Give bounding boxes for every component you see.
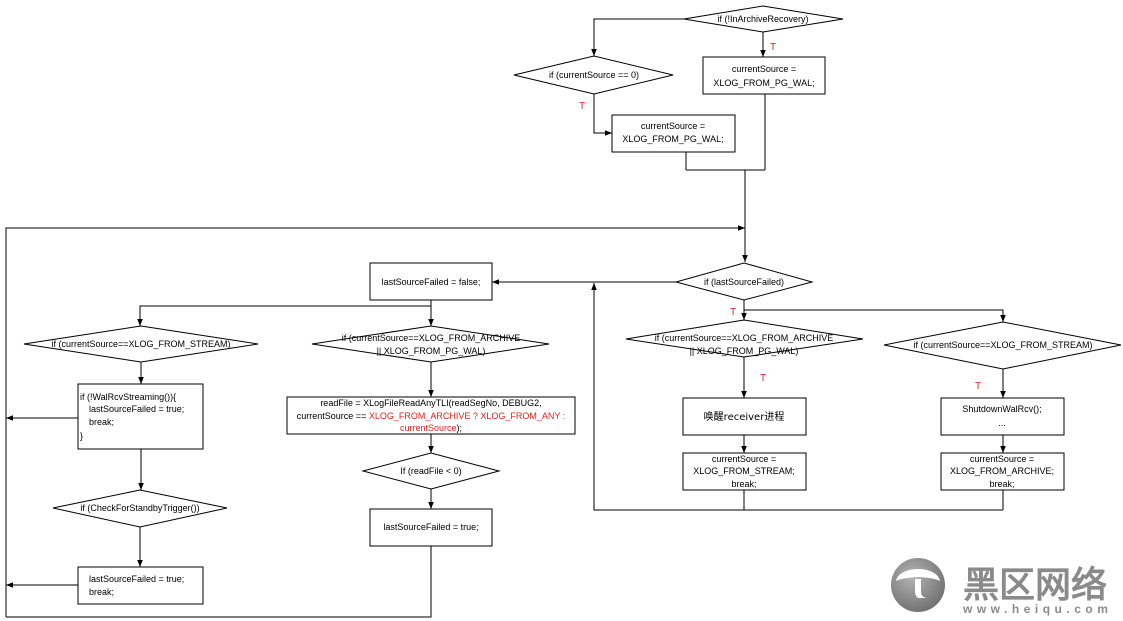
current-source-zero-condition: if (currentSource == 0) [549, 70, 639, 80]
wal-rcv-streaming-line-1: if (!WalRcvStreaming()){ [80, 392, 176, 402]
read-file-line-3-plain: ); [457, 423, 463, 433]
read-file-line-3: currentSource); [400, 423, 462, 433]
node-in-archive-recovery: if (!InArchiveRecovery) [683, 5, 844, 33]
set-failed-break-line-2: break; [89, 587, 114, 597]
set-failed-statement: lastSourceFailed = true; [383, 522, 478, 532]
node-wal-rcv-streaming: if (!WalRcvStreaming()){ lastSourceFaile… [77, 383, 204, 450]
connector-current-source-zero-true [593, 94, 612, 136]
set-pg-wal-1-line-2: XLOG_FROM_PG_WAL; [713, 78, 814, 88]
process-box [611, 114, 736, 153]
node-set-stream: currentSource = XLOG_FROM_STREAM; break; [682, 452, 807, 491]
decision-diamond [361, 452, 501, 490]
process-box [682, 452, 807, 491]
last-source-failed-condition: if (lastSourceFailed) [704, 277, 784, 287]
wake-receiver-statement: 唤醒receiver进程 [704, 410, 785, 423]
set-archive-line-3: break; [989, 479, 1014, 489]
true-label: T [730, 307, 736, 318]
wal-rcv-streaming-line-3: break; [89, 417, 114, 427]
node-shutdown-walrcv: ShutdownWalRcv(); ... [940, 397, 1065, 436]
process-box [369, 262, 493, 301]
set-pg-wal-2-line-2: XLOG_FROM_PG_WAL; [622, 134, 723, 144]
process-box [940, 452, 1065, 491]
wal-rcv-streaming-line-4: } [80, 431, 83, 441]
archive-check-right-line-1: if (currentSource==XLOG_FROM_ARCHIVE [655, 333, 834, 343]
watermark-url: www.heiqu.com [962, 602, 1112, 616]
node-last-source-failed: if (lastSourceFailed) [674, 262, 814, 301]
decision-diamond [23, 325, 259, 363]
connector-archive-recovery-false [591, 18, 684, 56]
node-set-failed-break: lastSourceFailed = true; break; [77, 566, 204, 605]
shutdown-walrcv-line-2: ... [998, 418, 1006, 428]
process-box [369, 508, 493, 547]
connector-to-stream-check-right [744, 309, 1006, 322]
node-reset-failed: lastSourceFailed = false; [369, 262, 493, 301]
watermark-brand: 黑区网络 [963, 564, 1107, 606]
node-read-file: readFile = XLogFileReadAnyTLI(readSegNo,… [286, 396, 576, 435]
shutdown-walrcv-line-1: ShutdownWalRcv(); [962, 404, 1041, 414]
node-stream-check-right: if (currentSource==XLOG_FROM_STREAM) [883, 321, 1122, 370]
archive-check-right-line-2: || XLOG_FROM_PG_WAL) [690, 346, 799, 356]
node-archive-check-right: if (currentSource==XLOG_FROM_ARCHIVE || … [625, 319, 864, 358]
decision-diamond [625, 319, 864, 358]
reset-failed-statement: lastSourceFailed = false; [382, 277, 481, 287]
read-file-line-2-highlight: XLOG_FROM_ARCHIVE ? XLOG_FROM_ANY : [369, 411, 565, 421]
mushroom-logo-icon [891, 558, 945, 612]
node-stream-check-left: if (currentSource==XLOG_FROM_STREAM) [23, 325, 259, 363]
process-box [940, 397, 1065, 436]
decision-diamond [674, 262, 814, 301]
node-set-archive: currentSource = XLOG_FROM_ARCHIVE; break… [940, 452, 1065, 491]
connector-to-stream-check-left [137, 305, 431, 326]
node-set-failed: lastSourceFailed = true; [369, 508, 493, 547]
node-standby-trigger: if (CheckForStandbyTrigger()) [52, 489, 228, 528]
connector-right-merge-return [591, 283, 1003, 511]
decision-diamond [52, 489, 228, 528]
archive-check-mid-line-2: || XLOG_FROM_PG_WAL) [377, 346, 486, 356]
archive-check-mid-line-1: if (currentSource==XLOG_FROM_ARCHIVE [342, 333, 521, 343]
node-set-pg-wal-1: currentSource = XLOG_FROM_PG_WAL; [702, 56, 826, 95]
decision-diamond [311, 325, 550, 363]
read-file-line-3-highlight: currentSource [400, 423, 457, 433]
set-pg-wal-1-line-1: currentSource = [732, 64, 796, 74]
node-current-source-zero: if (currentSource == 0) [513, 55, 674, 95]
set-stream-line-2: XLOG_FROM_STREAM; [693, 466, 795, 476]
decision-diamond [683, 5, 844, 33]
watermark: 黑区网络 www.heiqu.com [891, 558, 1112, 616]
connector-loop-return [5, 225, 745, 617]
set-archive-line-2: XLOG_FROM_ARCHIVE; [950, 466, 1054, 476]
decision-diamond [513, 55, 674, 95]
read-file-line-1: readFile = XLogFileReadAnyTLI(readSegNo,… [320, 398, 541, 408]
process-box [77, 383, 204, 450]
process-box [286, 396, 576, 435]
stream-check-left-condition: if (currentSource==XLOG_FROM_STREAM) [51, 339, 230, 349]
process-box [702, 56, 826, 95]
connectors [5, 18, 1006, 618]
set-stream-line-3: break; [731, 479, 756, 489]
set-stream-line-1: currentSource = [712, 454, 776, 464]
node-wake-receiver: 唤醒receiver进程 [682, 397, 807, 436]
true-label: T [760, 373, 766, 384]
true-label: T [770, 42, 776, 53]
node-set-pg-wal-2: currentSource = XLOG_FROM_PG_WAL; [611, 114, 736, 153]
true-label: T [579, 101, 585, 112]
read-file-check-condition: If (readFile < 0) [400, 466, 461, 476]
wal-rcv-streaming-line-2: lastSourceFailed = true; [89, 404, 184, 414]
process-box [77, 566, 204, 605]
node-read-file-check: If (readFile < 0) [361, 452, 501, 490]
read-file-line-2-plain: currentSource == [297, 411, 369, 421]
process-box [682, 397, 807, 436]
set-archive-line-1: currentSource = [970, 454, 1034, 464]
true-label: T [975, 381, 981, 392]
standby-trigger-condition: if (CheckForStandbyTrigger()) [80, 503, 199, 513]
read-file-line-2: currentSource == XLOG_FROM_ARCHIVE ? XLO… [297, 411, 565, 421]
set-failed-break-line-1: lastSourceFailed = true; [89, 574, 184, 584]
in-archive-recovery-condition: if (!InArchiveRecovery) [717, 14, 808, 24]
connector-set-failed-to-bottom-loop [6, 546, 432, 618]
decision-diamond [883, 321, 1122, 370]
node-archive-check-mid: if (currentSource==XLOG_FROM_ARCHIVE || … [311, 325, 550, 363]
set-pg-wal-2-line-1: currentSource = [641, 121, 705, 131]
stream-check-right-condition: if (currentSource==XLOG_FROM_STREAM) [913, 340, 1092, 350]
